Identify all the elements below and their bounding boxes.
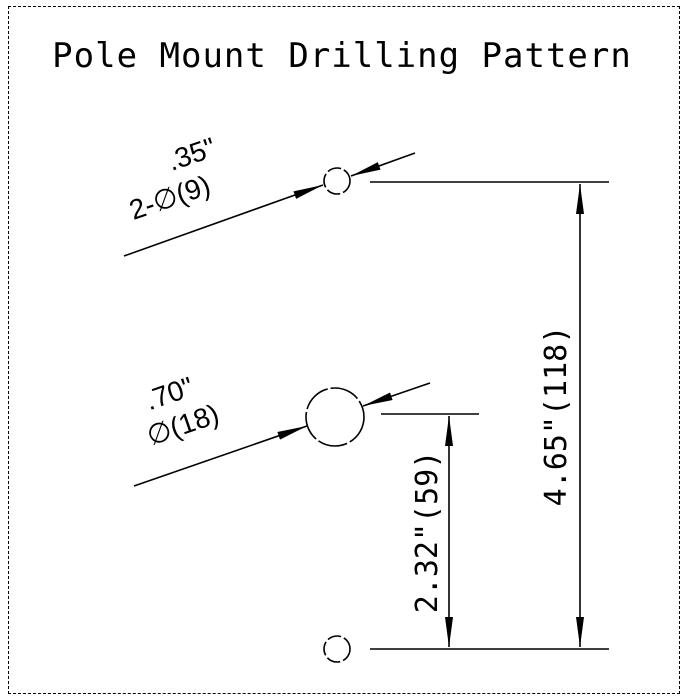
drawing-frame [8,6,680,694]
large-hole [305,387,365,447]
dim-half-label: 2.32"(59) [410,451,445,614]
small-hole-mm-label: 2-∅(9) [125,169,214,226]
drawing-title: Pole Mount Drilling Pattern [52,36,632,76]
small-hole-leader-left [123,184,324,257]
bottom-small-hole [323,635,351,663]
small-hole-inch-label: .35" [163,132,219,177]
small-hole-leader-right [350,152,416,177]
dim-total-label: 4.65"(118) [539,326,574,507]
large-hole-leader-left [133,425,308,487]
large-hole-leader-right [362,382,431,407]
top-small-hole [323,167,351,195]
